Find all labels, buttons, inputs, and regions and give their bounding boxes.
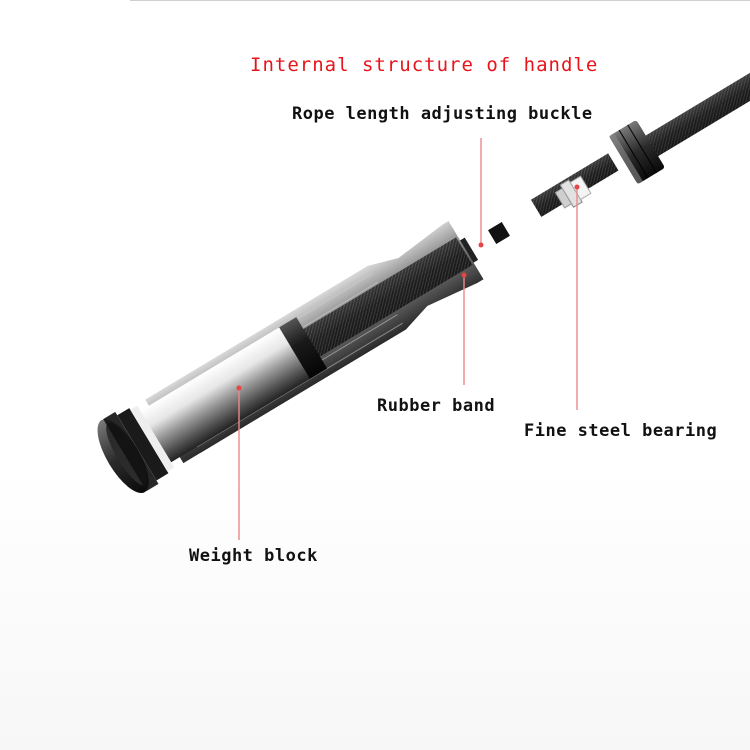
leader-dots — [236, 184, 580, 391]
leader-dot-weight — [236, 385, 242, 391]
leader-dot-rubber-band — [461, 272, 467, 278]
label-adjusting-buckle: Rope length adjusting buckle — [292, 104, 593, 124]
leader-dot-bearing — [574, 184, 580, 190]
leader-dot-buckle — [478, 242, 484, 248]
handle-body — [97, 220, 484, 494]
small-block — [488, 222, 510, 244]
label-steel-bearing: Fine steel bearing — [524, 421, 718, 441]
label-weight-block: Weight block — [189, 546, 318, 566]
top-divider — [130, 0, 750, 1]
diagram-title: Internal structure of handle — [250, 54, 599, 76]
rope — [640, 66, 750, 160]
adjusting-buckle-nut — [608, 120, 665, 185]
label-rubber-band: Rubber band — [377, 396, 496, 416]
leader-lines — [238, 138, 578, 540]
